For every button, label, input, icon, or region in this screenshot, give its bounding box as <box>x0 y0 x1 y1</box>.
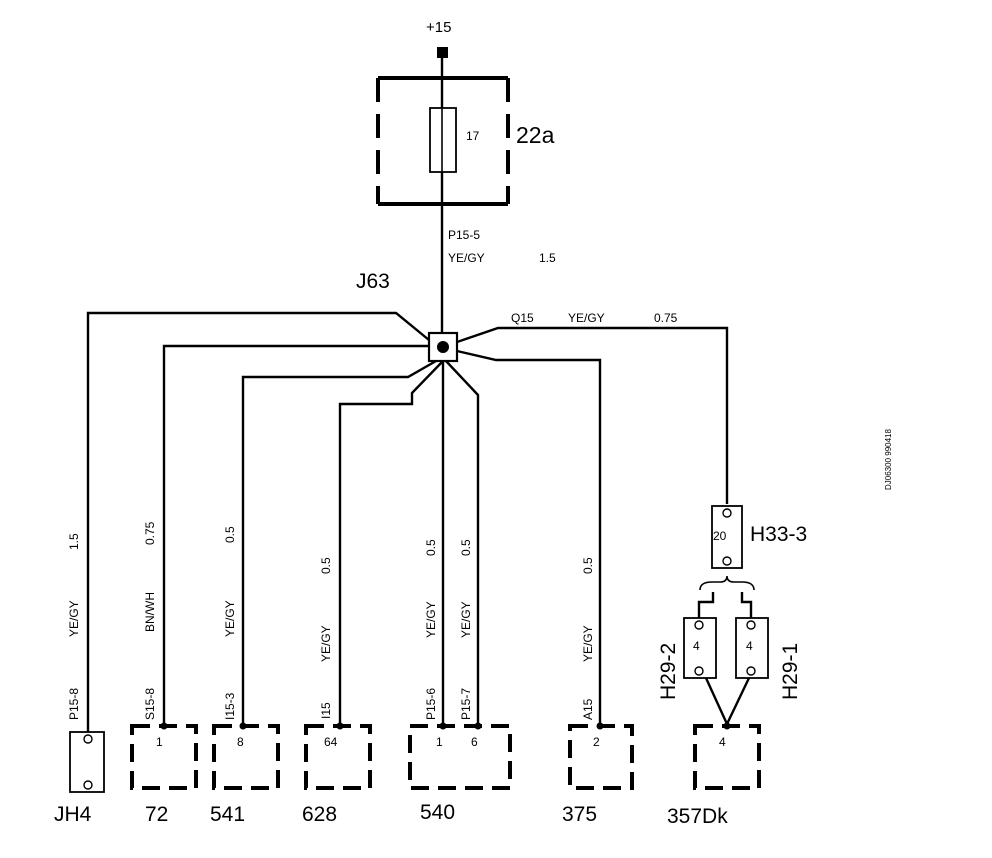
connector-541-label: 541 <box>210 803 245 826</box>
connector-541-pin: 8 <box>237 735 244 749</box>
connector-375-box <box>568 724 634 790</box>
connector-628-box <box>304 724 372 790</box>
junction-label: J63 <box>356 270 390 293</box>
wire-i15-3-size: 0.5 <box>223 526 237 543</box>
wire-q15 <box>456 326 729 504</box>
connector-540-pin-1: 1 <box>436 735 443 749</box>
connector-357dk-label: 357Dk <box>667 805 728 828</box>
connector-pin-circle <box>83 780 93 790</box>
q15-color: YE/GY <box>568 311 605 325</box>
supply-terminal-square <box>437 47 448 58</box>
connector-h33-3-pin: 20 <box>713 529 727 543</box>
connector-pin-circle <box>746 620 756 630</box>
connector-72-box <box>130 724 198 790</box>
connector-541-box <box>212 724 280 790</box>
wire-i15-3-color: YE/GY <box>223 600 237 637</box>
wire-p15-7-code: P15-7 <box>459 688 473 720</box>
wire-h29-1-to-357dk <box>725 677 751 725</box>
main-wire-labels: P15-5 YE/GY 1.5 <box>448 228 556 265</box>
connector-357dk: 4 357Dk <box>667 724 761 828</box>
wire-s15-8-color: BN/WH <box>143 592 157 632</box>
wire-p15-8 <box>86 311 430 732</box>
connector-628-label: 628 <box>302 803 337 826</box>
main-wire-code: P15-5 <box>448 228 480 242</box>
wire-i15 <box>338 360 444 724</box>
connector-357dk-pin: 4 <box>719 735 726 749</box>
connector-540-pin-6: 6 <box>471 735 478 749</box>
connector-h29-2-pin: 4 <box>693 639 700 653</box>
connector-72: 1 72 <box>130 724 198 826</box>
connector-h29-1-pin: 4 <box>746 639 753 653</box>
wire-p15-6-color: YE/GY <box>424 601 438 638</box>
wire-a15 <box>456 349 602 724</box>
fuse-number: 17 <box>466 129 480 143</box>
wire-a15-code: A15 <box>581 698 595 720</box>
wire-h29-2-to-357dk <box>704 677 729 725</box>
supply-label: +15 <box>426 19 451 36</box>
connector-h29-2: 4 H29-2 <box>657 617 717 700</box>
connector-628-pin: 64 <box>324 735 338 749</box>
connector-h33-3-label: H33-3 <box>750 523 807 546</box>
connector-pin-circle <box>694 620 704 630</box>
connector-pin-circle <box>83 734 93 744</box>
connector-540: 1 6 540 <box>408 724 512 824</box>
wire-s15-8-code: S15-8 <box>143 688 157 720</box>
connector-h33-3: 20 H33-3 <box>711 505 807 569</box>
wire-p15-8-size: 1.5 <box>67 533 81 550</box>
wire-i15-3 <box>241 359 437 724</box>
wire-s15-8 <box>162 344 429 724</box>
connector-72-pin: 1 <box>156 735 163 749</box>
wire-p15-7-color: YE/GY <box>459 601 473 638</box>
connector-pin-circle <box>694 666 704 676</box>
wire-to-h29-2 <box>697 592 715 618</box>
q15-size: 0.75 <box>654 311 678 325</box>
connector-pin-circle <box>746 666 756 676</box>
q15-code: Q15 <box>511 311 534 325</box>
connector-628: 64 628 <box>302 724 372 826</box>
branch-right-labels: Q15 YE/GY 0.75 <box>511 311 678 325</box>
grouping-brace <box>699 575 755 591</box>
connector-375: 2 375 <box>562 724 634 826</box>
wire-i15-code: I15 <box>319 702 333 719</box>
connector-540-label: 540 <box>420 801 455 824</box>
connector-jh4-label: JH4 <box>54 803 92 826</box>
connector-357dk-box <box>693 724 761 790</box>
connector-375-pin: 2 <box>593 735 600 749</box>
main-wire-color: YE/GY <box>448 251 485 265</box>
fuse-symbol <box>429 107 457 173</box>
wire-p15-7 <box>445 360 480 724</box>
wire-i15-color: YE/GY <box>319 625 333 662</box>
fuse-box-22a: 17 22a <box>376 76 555 206</box>
main-wire-size: 1.5 <box>539 251 556 265</box>
connector-541: 8 541 <box>210 724 280 826</box>
wire-p15-8-code: P15-8 <box>67 688 81 720</box>
wire-i15-3-code: I15-3 <box>223 692 237 720</box>
wire-p15-6-code: P15-6 <box>424 688 438 720</box>
connector-h29-2-label: H29-2 <box>657 643 680 700</box>
wire-s15-8-size: 0.75 <box>143 521 157 545</box>
wire-p15-7-size: 0.5 <box>459 539 473 556</box>
wire-p15-6-size: 0.5 <box>424 539 438 556</box>
junction-j63 <box>427 331 459 363</box>
connector-375-label: 375 <box>562 803 597 826</box>
connector-jh4: JH4 <box>54 731 105 826</box>
connector-h29-1-label: H29-1 <box>779 643 802 700</box>
wire-to-h29-1 <box>740 592 753 618</box>
junction-node <box>437 341 449 353</box>
wire-a15-size: 0.5 <box>581 557 595 574</box>
connector-pin-circle <box>722 556 732 566</box>
connector-72-label: 72 <box>145 803 168 826</box>
wire-p15-8-color: YE/GY <box>67 600 81 637</box>
document-id: DJ06300 990418 <box>884 429 893 490</box>
fuse-box-label: 22a <box>516 122 555 148</box>
connector-pin-circle <box>722 508 732 518</box>
wire-a15-color: YE/GY <box>581 625 595 662</box>
connector-h29-1: 4 H29-1 <box>735 617 802 700</box>
connector-540-box <box>408 724 512 790</box>
wire-i15-size: 0.5 <box>319 557 333 574</box>
supply-terminal: +15 <box>426 19 451 58</box>
